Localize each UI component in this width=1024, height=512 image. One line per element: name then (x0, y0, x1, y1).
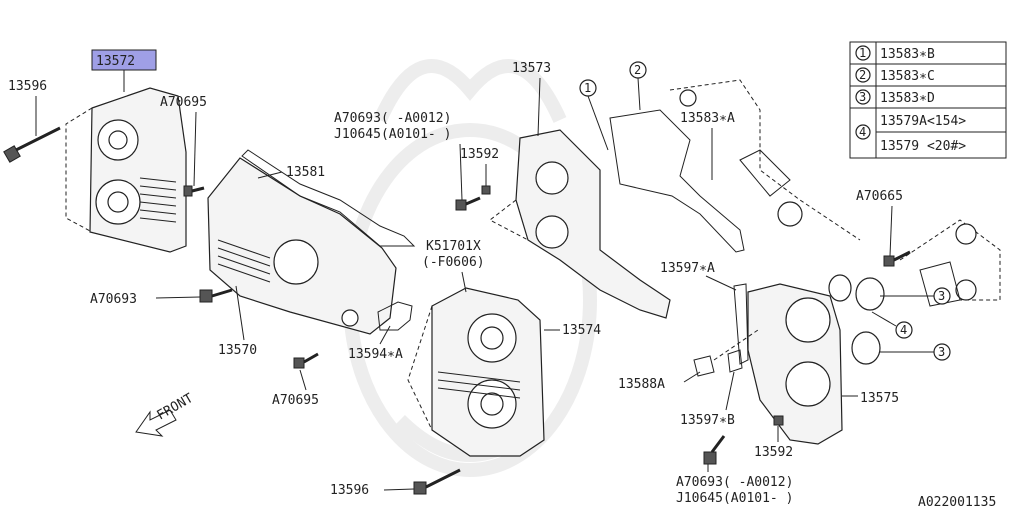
diagram-code: A022001135 (918, 495, 996, 510)
engine-block-outline (669, 79, 861, 241)
label-13596-bottom: 13596 (330, 483, 369, 498)
svg-text:2: 2 (634, 63, 641, 77)
bolt-a70693-bottom[interactable] (703, 435, 726, 465)
callout-2: 2 (629, 61, 647, 111)
label-13588a: 13588A (618, 377, 665, 392)
cover-13572[interactable] (89, 87, 187, 253)
label-a70665: A70665 (856, 189, 903, 204)
bolt-a70665[interactable] (883, 250, 911, 267)
legend-table: 1 13583∗B 2 13583∗C 3 13583∗D 4 13579A<1… (849, 41, 1007, 159)
legend-part-1: 13583∗B (880, 47, 935, 62)
label-13594a: 13594∗A (348, 347, 403, 362)
legend-num-1: 1 (859, 46, 866, 60)
legend-part-2: 13583∗C (880, 69, 935, 84)
svg-text:1: 1 (584, 81, 591, 95)
legend-part-3: 13583∗D (880, 91, 935, 106)
bolt-a70695-bottom[interactable] (293, 352, 319, 369)
cover-13575[interactable] (747, 283, 843, 445)
cover-13570[interactable] (207, 157, 397, 335)
label-13575: 13575 (860, 391, 899, 406)
callout-4: 4 (871, 311, 913, 339)
legend-part-4: 13579A<154> (880, 114, 966, 129)
label-13573: 13573 (512, 61, 551, 76)
label-k51701x: K51701X (426, 239, 481, 254)
label-13570: 13570 (218, 343, 257, 358)
seal-upper[interactable] (828, 274, 885, 311)
svg-text:3: 3 (938, 289, 945, 303)
callout-1: 1 (579, 79, 609, 151)
bolt-13596-top[interactable] (3, 126, 61, 163)
front-direction-arrow: FRONT (135, 391, 196, 437)
label-13574: 13574 (562, 323, 601, 338)
nut-13592-top[interactable] (481, 185, 491, 195)
label-13581: 13581 (286, 165, 325, 180)
label-a70695-top: A70695 (160, 95, 207, 110)
label-13597a: 13597∗A (660, 261, 715, 276)
gasket-13597a[interactable] (733, 283, 749, 365)
label-13592-bottom: 13592 (754, 445, 793, 460)
cover-13574[interactable] (431, 287, 545, 457)
bolt-a70693-left[interactable] (199, 288, 233, 303)
label-a70693-note2: A70693( -A0012) (676, 475, 793, 490)
label-13583a: 13583∗A (680, 111, 735, 126)
bolt-a70695-top[interactable] (183, 185, 205, 197)
legend-num-3: 3 (859, 90, 866, 104)
svg-text:4: 4 (900, 323, 907, 337)
label-k51701x-sub: (-F0606) (422, 255, 485, 270)
label-13596-top: 13596 (8, 79, 47, 94)
label-j10645-note1: J10645(A0101- ) (334, 127, 451, 142)
bracket-13588a[interactable] (693, 355, 715, 377)
callout-3b: 3 (880, 343, 951, 361)
gasket-13597b[interactable] (727, 349, 743, 373)
bracket-13594a[interactable] (377, 301, 413, 331)
label-a70693-note1: A70693( -A0012) (334, 111, 451, 126)
label-a70693-left: A70693 (90, 292, 137, 307)
legend-num-2: 2 (859, 68, 866, 82)
label-j10645-note2: J10645(A0101- ) (676, 491, 793, 506)
label-13597b: 13597∗B (680, 413, 735, 428)
seal-lower[interactable] (851, 331, 881, 365)
legend-num-4: 4 (859, 125, 866, 139)
label-a70695-bottom: A70695 (272, 393, 319, 408)
label-13572: 13572 (96, 54, 135, 69)
gasket-13583a[interactable] (609, 109, 745, 253)
bolt-a70693-center[interactable] (455, 196, 481, 211)
label-13592-top: 13592 (460, 147, 499, 162)
bolt-13596-bottom[interactable] (413, 468, 461, 495)
svg-text:3: 3 (938, 345, 945, 359)
callout-3a: 3 (880, 287, 951, 305)
gasket-13581[interactable] (241, 149, 416, 247)
legend-part-5: 13579 <20#> (880, 139, 966, 154)
cover-13573[interactable] (515, 129, 671, 319)
cam-housing-right (899, 219, 1001, 307)
nut-13592-bottom[interactable] (773, 415, 784, 426)
